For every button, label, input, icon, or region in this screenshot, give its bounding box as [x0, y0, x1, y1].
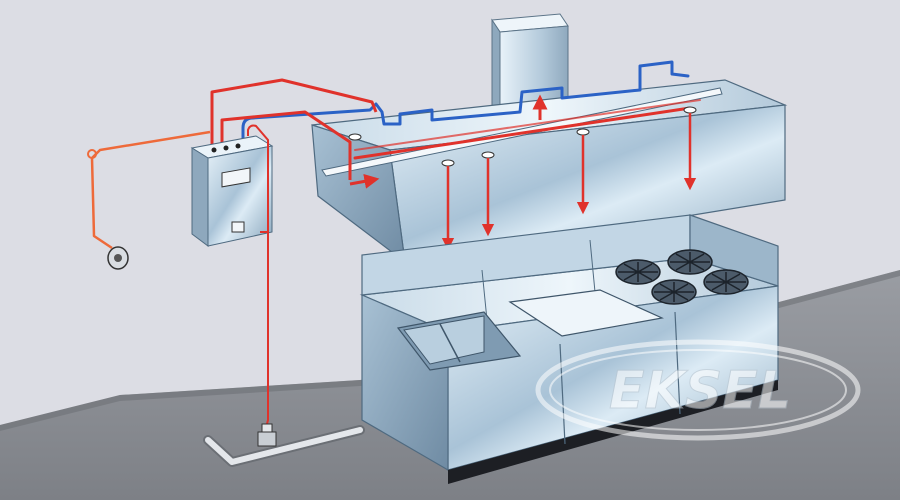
eksel-watermark-logo: EKSEL — [535, 339, 861, 441]
control-panel-icon — [190, 135, 274, 247]
floor-edge — [0, 270, 900, 431]
range-burners — [615, 249, 749, 305]
gas-pipe — [203, 423, 365, 467]
burner-grate-icon — [703, 269, 749, 295]
spray-nozzle-icon — [441, 159, 455, 251]
cooking-line — [359, 214, 779, 484]
manual-pull-station-icon — [107, 246, 129, 270]
spray-nozzle-icon — [348, 133, 362, 141]
fryer-well — [396, 311, 522, 371]
burner-grate-icon — [667, 249, 713, 275]
agent-piping-red — [210, 78, 701, 189]
spray-nozzle-icon — [481, 151, 495, 237]
exhaust-duct — [491, 13, 569, 120]
spray-nozzle-icon — [576, 128, 590, 215]
gas-valve-icon — [257, 423, 277, 447]
spray-nozzle-icon — [683, 106, 697, 191]
griddle-plate — [508, 289, 665, 337]
detection-line-blue — [241, 60, 690, 142]
burner-grate-icon — [615, 259, 661, 285]
burner-grate-icon — [651, 279, 697, 305]
watermark-text: EKSEL — [609, 361, 791, 421]
spray-nozzles — [348, 106, 697, 251]
